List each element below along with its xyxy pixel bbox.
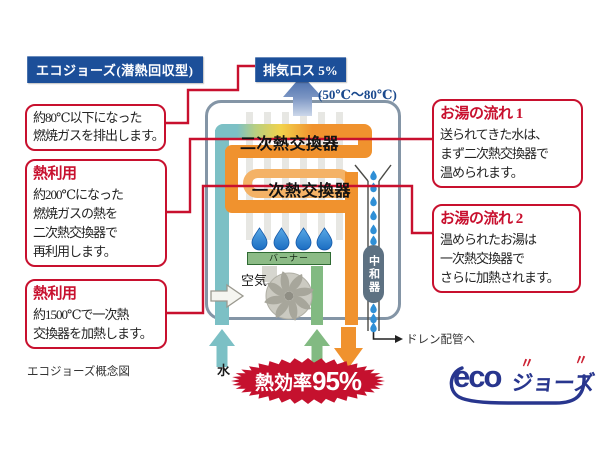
callout-line: 約200℃になった: [33, 187, 124, 202]
diagram-caption: エコジョーズ概念図: [27, 366, 130, 378]
secondary-hx-pipe-gradient: [215, 124, 372, 138]
logo-swoosh: [449, 366, 586, 405]
pipe-bottom-arm: [225, 200, 358, 213]
callout-line: 温められます。: [440, 165, 524, 180]
drain-arrow-icon: [395, 335, 403, 343]
callout-line: 温められたお湯は: [440, 232, 537, 247]
pipe-left-drop: [225, 150, 238, 207]
primary-hx-label: 一次熱交換器: [252, 183, 352, 200]
callout-line: 一次熱交換器で: [440, 251, 525, 266]
callout-water-flow-1: お湯の流れ 1 送られてきた水は、 まず二次熱交換器で 温められます。: [432, 99, 583, 188]
eco-jozu-logo: eco ジョーズ 〃 〃: [446, 352, 596, 412]
callout-title: お湯の流れ 1: [440, 106, 523, 122]
gas-arrow-icon: [304, 329, 330, 367]
callout-water-flow-2: お湯の流れ 2 温められたお湯は 一次熱交換器で さらに加熱されます。: [432, 204, 581, 293]
callout-line: 燃焼ガスを排出します。: [33, 128, 165, 143]
burner-label: バーナー: [268, 253, 309, 263]
callout-line: さらに加熱されます。: [440, 270, 560, 285]
callout-line: 燃焼ガスの熱を: [33, 206, 118, 221]
drain-line: [372, 331, 403, 343]
title-chip: エコジョーズ(潜熱回収型): [27, 56, 203, 83]
exhaust-temp-range: (50℃〜80℃): [318, 87, 397, 102]
callout-line: 交換器を加熱します。: [33, 326, 153, 341]
secondary-hx-label: 二次熱交換器: [240, 136, 340, 153]
efficiency-badge-prefix: 熱効率: [254, 373, 312, 394]
water-label: 水: [217, 363, 231, 378]
hot-water-arrow-icon: [334, 327, 363, 368]
callout-line: 約1500℃で一次熱: [33, 307, 130, 322]
drain-note: ドレン配管へ: [406, 334, 475, 346]
callout-title: 熱利用: [33, 166, 77, 182]
neutralizer-label: 中和器: [367, 254, 380, 294]
callout-title: 熱利用: [33, 286, 77, 302]
callout-line: まず二次熱交換器で: [440, 146, 549, 161]
burner-bar: バーナー: [247, 252, 331, 265]
efficiency-badge-value: 95%: [311, 366, 362, 396]
callout-heat-use-secondary: 熱利用 約200℃になった 燃焼ガスの熱を 二次熱交換器で 再利用します。: [25, 159, 167, 267]
callout-line: 約80℃以下になった: [33, 110, 143, 125]
callout-line: 再利用します。: [33, 244, 117, 259]
callout-line: 二次熱交換器で: [33, 225, 118, 240]
callout-heat-use-primary: 熱利用 約1500℃で一次熱 交換器を加熱します。: [25, 279, 167, 349]
air-label: 空気: [241, 273, 268, 288]
callout-line: 送られてきた水は、: [440, 127, 548, 142]
exhaust-loss-chip: 排気ロス 5%: [255, 57, 346, 82]
steam-mark-icon: 〃: [574, 352, 588, 368]
neutralizer-capsule: 中和器: [363, 245, 384, 303]
gas-pipe: [311, 266, 323, 325]
steam-mark-icon: 〃: [520, 355, 534, 371]
callout-exhaust-note: 約80℃以下になった 燃焼ガスを排出します。: [25, 104, 166, 151]
logo-eco-text: eco: [453, 359, 502, 394]
callout-title: お湯の流れ 2: [440, 211, 523, 227]
